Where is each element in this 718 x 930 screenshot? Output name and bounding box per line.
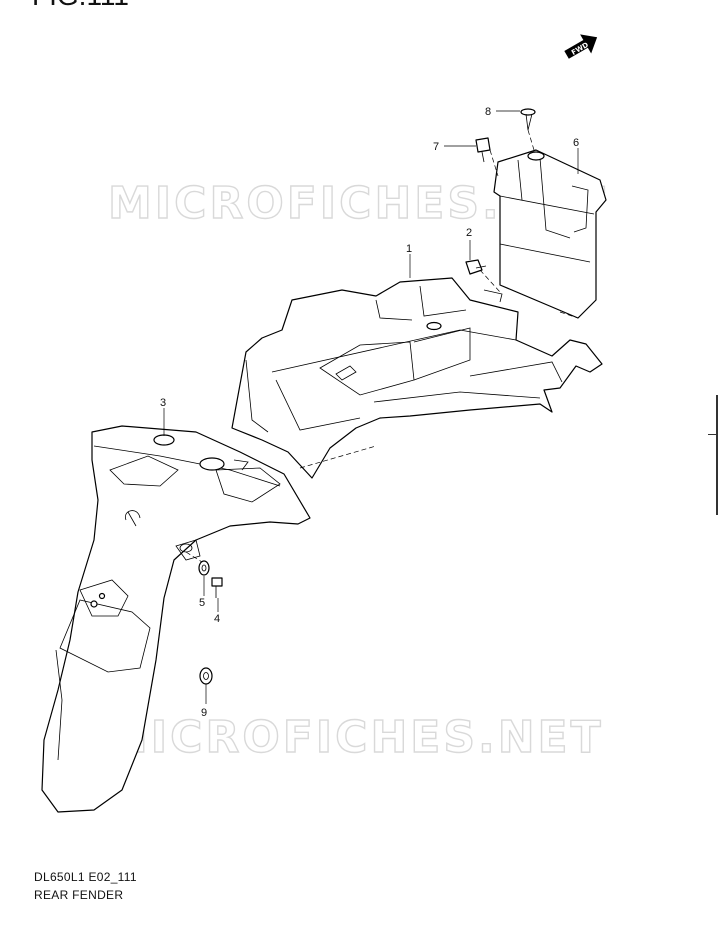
fwd-label: FWD bbox=[570, 41, 590, 57]
part-7-bolt bbox=[475, 137, 491, 163]
page-edge-mark bbox=[716, 395, 718, 515]
part-3-rear-fender bbox=[41, 425, 311, 813]
watermark-bottom: MICROFICHES.NET bbox=[104, 712, 604, 763]
figure-title: FIG.111 bbox=[32, 0, 129, 12]
page-edge-tick bbox=[708, 434, 716, 435]
part-2-bolt bbox=[465, 259, 487, 275]
assembly-line-1-3 bbox=[299, 445, 377, 469]
assembly-line-6 bbox=[559, 311, 579, 319]
callout-2: 2 bbox=[466, 227, 472, 239]
fwd-arrow-icon: FWD bbox=[564, 34, 598, 59]
assembly-line-2 bbox=[479, 269, 501, 293]
assembly-line-5 bbox=[185, 551, 203, 563]
callout-6: 6 bbox=[573, 137, 579, 149]
part-6-tray bbox=[493, 149, 607, 319]
assembly-line-7 bbox=[489, 149, 499, 177]
callout-1: 1 bbox=[406, 243, 412, 255]
callout-8: 8 bbox=[485, 106, 491, 118]
figure-code: DL650L1 E02_111 bbox=[34, 870, 137, 884]
callout-3: 3 bbox=[160, 397, 166, 409]
part-9-washer bbox=[199, 667, 213, 685]
part-4-bolt bbox=[211, 577, 223, 598]
callout-9: 9 bbox=[201, 707, 207, 719]
part-5-washer bbox=[198, 560, 210, 576]
assembly-line-8 bbox=[527, 129, 535, 151]
callout-5: 5 bbox=[199, 597, 205, 609]
part-1-inner-fender bbox=[231, 277, 603, 479]
figure-caption: REAR FENDER bbox=[34, 888, 124, 902]
part-8-screw bbox=[520, 108, 536, 131]
callout-4: 4 bbox=[214, 613, 220, 625]
callout-7: 7 bbox=[433, 141, 439, 153]
